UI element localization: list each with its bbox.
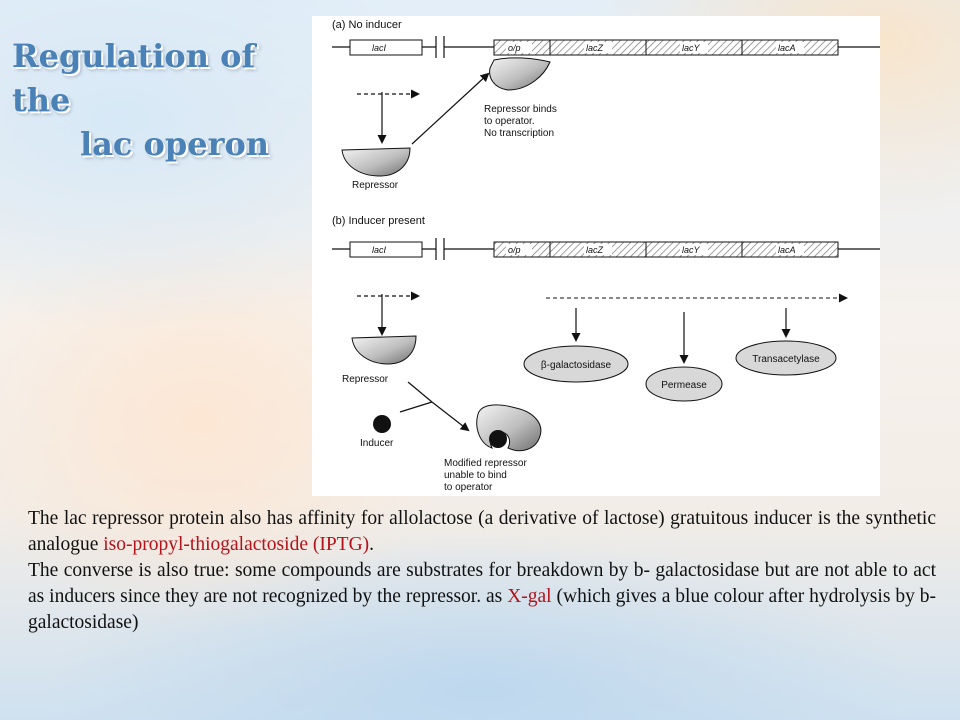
paragraph-2: The converse is also true: some compound… — [28, 558, 936, 636]
slide-title-line-1: Regulation of the — [12, 37, 256, 119]
panel-a-note-line-2: to operator. — [484, 116, 535, 127]
bound-repressor-shape — [489, 57, 551, 91]
modified-repressor-shape — [476, 404, 542, 452]
panel-a-op-label: o/p — [508, 43, 521, 53]
panel-b-dna — [332, 238, 880, 260]
repressor-shape-a — [341, 147, 411, 177]
panel-a-note-line-3: No transcription — [484, 128, 554, 139]
modified-note-line-3: to operator — [444, 482, 493, 493]
slide-title-line-2: lac operon — [80, 125, 270, 163]
panel-b-lacz-label: lacZ — [586, 245, 604, 255]
lac-operon-diagram: (a) No inducer lacI o/p lacZ lacY lacA — [332, 19, 880, 493]
xgal-highlight: X-gal — [507, 586, 552, 607]
panel-b-lacy-label: lacY — [682, 245, 701, 255]
iptg-highlight: iso-propyl-thiogalactoside (IPTG) — [103, 534, 370, 555]
galactosidase-label: β-galactosidase — [541, 360, 612, 371]
panel-a-note-line-1: Repressor binds — [484, 104, 557, 115]
transacetylase-ellipse — [735, 340, 837, 376]
inducer-label: Inducer — [360, 438, 394, 449]
paragraph-1-text: The lac repressor protein also has affin… — [28, 508, 936, 555]
paragraph-2-text: The converse is also true: some compound… — [28, 560, 936, 607]
modified-note-line-1: Modified repressor — [444, 458, 527, 469]
paragraph-1: The lac repressor protein also has affin… — [28, 506, 936, 558]
bound-inducer-molecule — [489, 430, 507, 448]
permease-label: Permease — [661, 380, 707, 391]
repressor-shape-b — [351, 335, 417, 365]
modified-note-line-2: unable to bind — [444, 470, 507, 481]
inducer-join-line — [399, 401, 433, 413]
permease-ellipse — [645, 366, 723, 402]
panel-a-laci-label: lacI — [372, 43, 387, 53]
panel-a-lacz-label: lacZ — [586, 43, 604, 53]
panel-b-op-label: o/p — [508, 245, 521, 255]
panel-a-note: Repressor binds to operator. No transcri… — [484, 104, 560, 139]
combine-arrow — [431, 401, 470, 432]
body-text: The lac repressor protein also has affin… — [28, 506, 936, 636]
lac-operon-figure: (a) No inducer lacI o/p lacZ lacY lacA — [312, 16, 880, 496]
galactosidase-ellipse — [523, 345, 629, 383]
panel-a-repressor-label: Repressor — [352, 180, 399, 191]
panel-b-label: (b) Inducer present — [332, 215, 425, 227]
slide-title: Regulation of the lac operon — [12, 34, 302, 166]
paragraph-1-end: . — [369, 534, 375, 555]
panel-a-laca-label: lacA — [778, 43, 796, 53]
repressor-join-line — [407, 381, 433, 403]
panel-b-gene-labels: lacI o/p lacZ lacY lacA — [370, 244, 804, 255]
panel-b-repressor-label: Repressor — [342, 374, 389, 385]
modified-repressor-note: Modified repressor unable to bind to ope… — [444, 458, 530, 493]
panel-a-label: (a) No inducer — [332, 19, 402, 31]
panel-a-gene-labels: lacI o/p lacZ lacY lacA — [370, 42, 804, 53]
repressor-binds-arrow — [411, 72, 490, 145]
panel-b-laca-label: lacA — [778, 245, 796, 255]
panel-a-lacy-label: lacY — [682, 43, 701, 53]
panel-b-laci-label: lacI — [372, 245, 387, 255]
transacetylase-label: Transacetylase — [752, 354, 820, 365]
paragraph-2-end: (which gives a blue colour after hydroly… — [28, 586, 936, 633]
inducer-molecule — [373, 415, 391, 433]
